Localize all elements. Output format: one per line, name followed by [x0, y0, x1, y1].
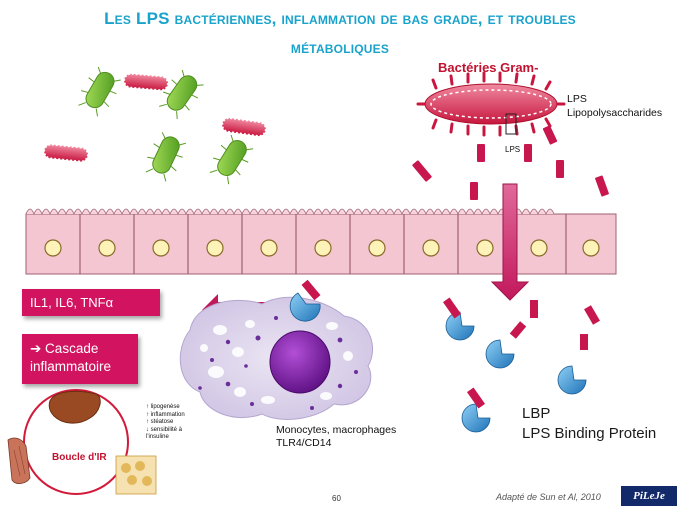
- lbp-protein: [557, 365, 587, 395]
- lbp-label-line-1: LBP: [522, 405, 551, 422]
- lps-molecule: [524, 144, 532, 162]
- lps-label-line-2: Lipopolysaccharides: [567, 107, 663, 119]
- red-bacteria-group: [43, 72, 267, 163]
- lps-label: LPS Lipopolysaccharides: [567, 92, 662, 120]
- lbp-protein: [485, 339, 515, 369]
- lps-fragments: [412, 125, 609, 200]
- effect-item: ↓ sensibilité à: [146, 426, 183, 433]
- cell-nucleus: [206, 239, 224, 257]
- title-line-2: métaboliques: [290, 38, 390, 57]
- cascade-box-line-1: ➔ Cascade: [30, 341, 99, 356]
- bacteria-label: Bactéries Gram-: [438, 60, 539, 75]
- lps-molecule: [595, 175, 609, 197]
- lps-molecule: [509, 321, 527, 339]
- cell-nucleus: [98, 239, 116, 257]
- cell-nucleus: [260, 239, 278, 257]
- macrophage: [179, 279, 373, 420]
- insulin-resistance-loop: [7, 389, 157, 495]
- green-bacteria-group: [78, 66, 254, 185]
- green-bacterium: [145, 132, 186, 182]
- lps-molecule: [542, 125, 558, 145]
- lbp-protein: [442, 297, 475, 341]
- cascade-box: ➔ Cascade inflammatoire: [22, 334, 138, 384]
- lbp-label-line-2: LPS Binding Protein: [522, 425, 657, 442]
- effect-item: l'insuline: [146, 434, 169, 440]
- translocation-arrow: [490, 183, 530, 301]
- cell-nucleus: [368, 239, 386, 257]
- cytokines-box: IL1, IL6, TNFα: [22, 289, 160, 316]
- title-line-1: Les LPS bactériennes, inflammation de ba…: [104, 9, 576, 28]
- red-bacterium: [123, 72, 169, 92]
- metabolic-effects-list: ↑ lipogenèse ↑ inflammation ↑ stéatose ↓…: [146, 404, 185, 442]
- lps-molecule: [477, 144, 485, 162]
- effect-item: ↑ lipogenèse: [146, 404, 180, 410]
- cell-nucleus: [422, 239, 440, 257]
- lbp-protein: [461, 387, 491, 433]
- green-bacterium: [159, 69, 204, 120]
- loop-label: Boucle d'IR: [52, 452, 107, 463]
- cell-nucleus: [44, 239, 62, 257]
- cascade-box-line-2: inflammatoire: [30, 359, 112, 374]
- macrophage-label-line-2: TLR4/CD14: [276, 437, 332, 449]
- lbp-proteins: [442, 297, 600, 433]
- adipose-icon: [115, 455, 157, 495]
- green-bacterium: [78, 66, 121, 117]
- red-bacterium: [43, 143, 89, 163]
- macrophage-label-line-1: Monocytes, macrophages: [276, 424, 397, 436]
- lps-tag: LPS: [505, 145, 521, 154]
- lps-molecule: [530, 300, 538, 318]
- liver-icon: [48, 390, 101, 424]
- lbp-label: LBP LPS Binding Protein: [522, 404, 656, 444]
- cell-nucleus: [314, 239, 332, 257]
- gram-negative-bacterium: [416, 71, 566, 137]
- cell-nucleus: [582, 239, 600, 257]
- slide-title: Les LPS bactériennes, inflammation de ba…: [20, 4, 660, 62]
- lps-highlight-box: [505, 113, 517, 135]
- green-bacterium: [209, 134, 254, 185]
- lps-molecule: [470, 182, 478, 200]
- page-number: 60: [332, 494, 341, 503]
- brand-logo: PiLeJe: [621, 486, 677, 506]
- lps-molecule: [412, 160, 432, 182]
- macrophage-nucleus: [269, 330, 331, 394]
- lps-label-line-1: LPS: [567, 93, 587, 105]
- red-bacterium: [221, 116, 267, 138]
- source-citation: Adapté de Sun et Al, 2010: [496, 492, 601, 502]
- intestinal-epithelium: [25, 208, 617, 275]
- lbp-receptor: [289, 292, 321, 322]
- cell-nucleus: [476, 239, 494, 257]
- lps-molecule: [580, 334, 588, 350]
- lps-molecule: [556, 160, 564, 178]
- muscle-icon: [7, 437, 31, 484]
- cell-nucleus: [530, 239, 548, 257]
- lps-molecule: [584, 305, 600, 325]
- cell-nucleus: [152, 239, 170, 257]
- lps-molecule: [301, 279, 321, 301]
- macrophage-label: Monocytes, macrophages TLR4/CD14: [276, 424, 396, 450]
- effect-item: ↑ inflammation: [146, 411, 185, 418]
- effect-item: ↑ stéatose: [146, 419, 174, 425]
